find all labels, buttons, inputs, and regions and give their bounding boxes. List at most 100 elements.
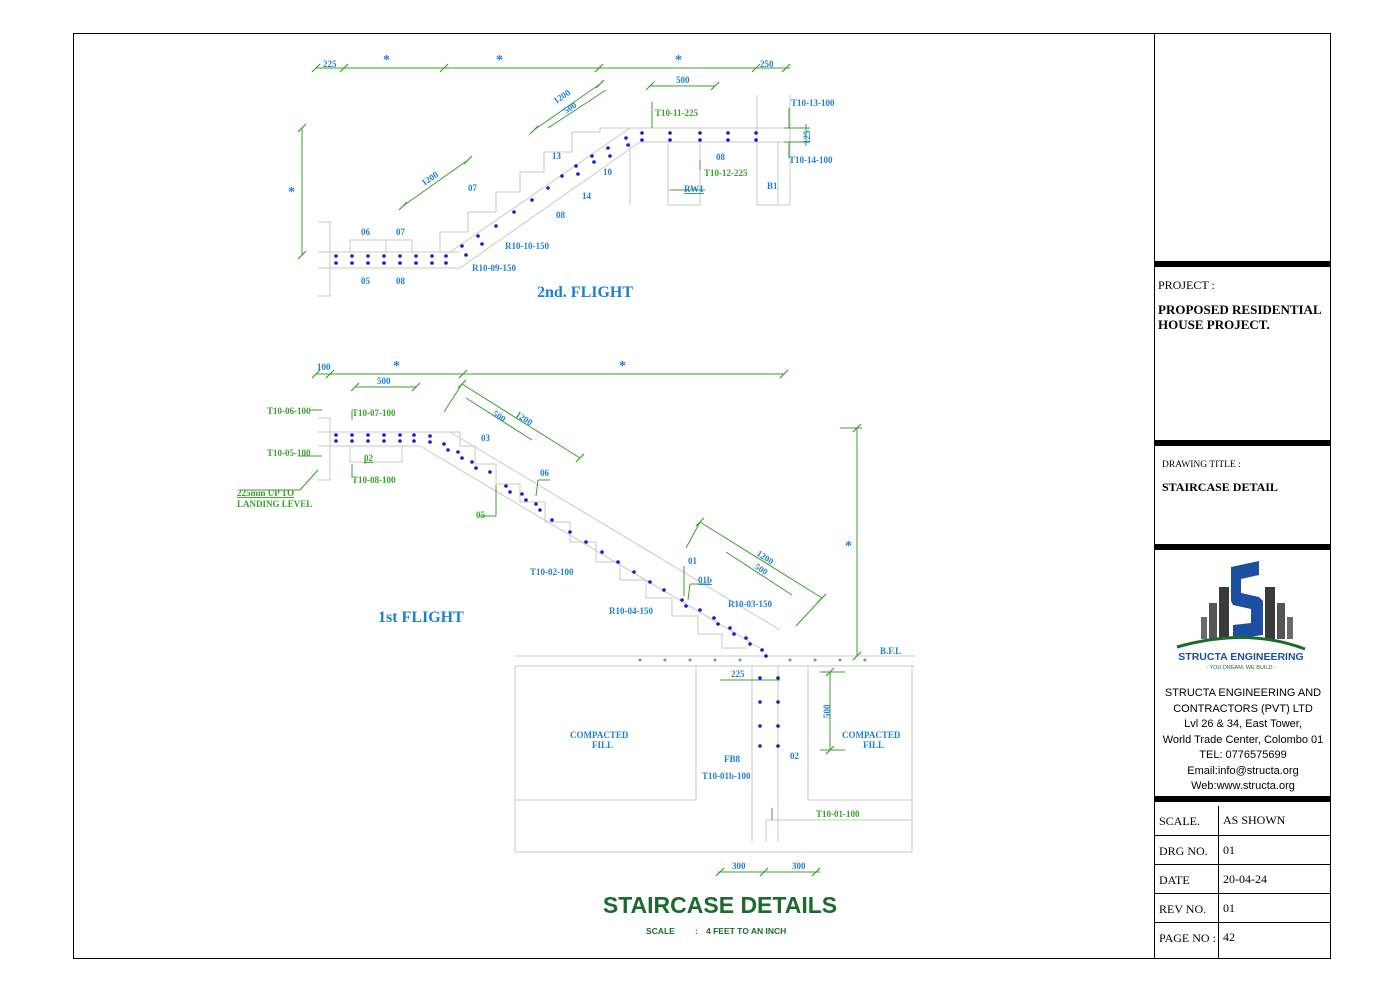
svg-text:13: 13 bbox=[552, 151, 562, 161]
svg-text:500: 500 bbox=[562, 100, 579, 116]
svg-text:500: 500 bbox=[676, 75, 690, 85]
svg-text:T10-08-100: T10-08-100 bbox=[352, 475, 396, 485]
title-block-divider bbox=[1155, 440, 1331, 446]
svg-text:1200: 1200 bbox=[420, 169, 441, 188]
svg-text:B1: B1 bbox=[767, 181, 778, 191]
svg-text:B.F.L: B.F.L bbox=[880, 646, 901, 656]
meta-value: 01 bbox=[1223, 901, 1235, 915]
first-flight-outline bbox=[318, 417, 915, 853]
logo-buildings-icon bbox=[1176, 561, 1306, 651]
svg-text:300: 300 bbox=[732, 861, 746, 871]
meta-key: PAGE NO : bbox=[1159, 931, 1216, 945]
svg-text:COMPACTED: COMPACTED bbox=[842, 730, 901, 740]
drawing-sheet-border bbox=[73, 33, 1331, 959]
svg-text:1200: 1200 bbox=[514, 409, 535, 427]
svg-text:T10-07-100: T10-07-100 bbox=[352, 408, 396, 418]
svg-text:10: 10 bbox=[603, 167, 613, 177]
svg-text:07: 07 bbox=[396, 227, 406, 237]
svg-text:250: 250 bbox=[760, 59, 774, 69]
title-block-divider bbox=[1155, 544, 1331, 550]
svg-text:T10-13-100: T10-13-100 bbox=[791, 98, 835, 108]
title-block-divider bbox=[1155, 261, 1331, 267]
svg-text:*: * bbox=[496, 53, 503, 68]
svg-text:R10-10-150: R10-10-150 bbox=[505, 241, 549, 251]
second-flight-labels: T10-11-225 T10-13-100 T10-14-100 T10-12-… bbox=[361, 98, 835, 286]
svg-text:T10-05-100: T10-05-100 bbox=[267, 448, 311, 458]
meta-key: REV NO. bbox=[1159, 902, 1207, 916]
company-line: World Trade Center, Colombo 01 bbox=[1162, 733, 1324, 746]
svg-text:T10-14-100: T10-14-100 bbox=[789, 155, 833, 165]
svg-text:05: 05 bbox=[361, 276, 371, 286]
svg-text:06: 06 bbox=[361, 227, 371, 237]
svg-text:*: * bbox=[845, 539, 852, 554]
first-flight-rebar bbox=[334, 433, 780, 748]
company-line: TEL: 0776575699 bbox=[1199, 749, 1287, 761]
svg-text:02: 02 bbox=[790, 751, 800, 761]
second-flight-title: 2nd. FLIGHT bbox=[537, 284, 633, 301]
svg-text:300: 300 bbox=[792, 861, 806, 871]
scale-label: SCALE bbox=[646, 926, 675, 936]
second-flight-dimensions bbox=[297, 63, 810, 260]
scale-value: 4 FEET TO AN INCH bbox=[706, 926, 786, 936]
svg-text:225mm UP TO: 225mm UP TO bbox=[237, 488, 294, 498]
svg-text:08: 08 bbox=[716, 152, 726, 162]
company-line: STRUCTA ENGINEERING AND bbox=[1164, 687, 1322, 699]
svg-text:*: * bbox=[288, 185, 295, 200]
meta-row-page-no: PAGE NO : 42 bbox=[1155, 922, 1331, 958]
svg-text:T10-06-100: T10-06-100 bbox=[267, 406, 311, 416]
svg-text:R10-04-150: R10-04-150 bbox=[609, 606, 653, 616]
main-title: STAIRCASE DETAILS bbox=[603, 892, 837, 918]
meta-key: DRG NO. bbox=[1159, 844, 1208, 858]
svg-text:FILL: FILL bbox=[863, 740, 884, 750]
title-block-divider bbox=[1155, 796, 1331, 802]
svg-text:T10-01-100: T10-01-100 bbox=[816, 809, 860, 819]
company-details: STRUCTA ENGINEERING AND CONTRACTORS (PVT… bbox=[1155, 686, 1331, 795]
svg-text:500: 500 bbox=[377, 376, 391, 386]
scale-separator: : bbox=[695, 926, 698, 936]
first-flight-title: 1st FLIGHT bbox=[378, 609, 464, 626]
svg-text:500: 500 bbox=[822, 704, 832, 718]
svg-text:225: 225 bbox=[731, 669, 745, 679]
svg-text:08: 08 bbox=[556, 210, 566, 220]
project-label: PROJECT : bbox=[1158, 278, 1215, 292]
svg-text:T10-02-100: T10-02-100 bbox=[530, 567, 574, 577]
svg-text:05: 05 bbox=[476, 510, 486, 520]
svg-text:125: 125 bbox=[802, 130, 812, 144]
svg-text:*: * bbox=[393, 359, 400, 374]
company-line: Email:info@structa.org bbox=[1187, 764, 1299, 777]
meta-row-rev-no: REV NO. 01 bbox=[1155, 893, 1331, 922]
company-line: Lvl 26 & 34, East Tower, bbox=[1184, 718, 1302, 730]
svg-text:03: 03 bbox=[481, 433, 491, 443]
title-block: PROJECT : PROPOSED RESIDENTIAL HOUSE PRO… bbox=[1154, 33, 1331, 959]
svg-text:01b: 01b bbox=[698, 575, 712, 585]
svg-text:06: 06 bbox=[540, 468, 550, 478]
svg-text:225: 225 bbox=[323, 59, 337, 69]
logo-tagline: - YOU DREAM, WE BUILD - bbox=[1206, 665, 1276, 671]
meta-key: DATE bbox=[1159, 873, 1190, 887]
meta-row-date: DATE 20-04-24 bbox=[1155, 864, 1331, 893]
drawing-title-label: DRAWING TITLE : bbox=[1162, 460, 1241, 470]
svg-text:LANDING LEVEL: LANDING LEVEL bbox=[237, 499, 312, 509]
meta-value: 20-04-24 bbox=[1223, 872, 1267, 886]
svg-text:RW1: RW1 bbox=[684, 184, 704, 194]
meta-value: AS SHOWN bbox=[1223, 813, 1286, 827]
meta-row-scale: SCALE. AS SHOWN bbox=[1155, 806, 1331, 835]
svg-text:500: 500 bbox=[491, 408, 508, 424]
meta-key: SCALE. bbox=[1159, 814, 1201, 828]
drawing-title: STAIRCASE DETAIL bbox=[1162, 480, 1278, 494]
svg-text:T10-01b-100: T10-01b-100 bbox=[702, 771, 751, 781]
meta-row-drg-no: DRG NO. 01 bbox=[1155, 835, 1331, 864]
structa-logo: STRUCTA ENGINEERING - YOU DREAM, WE BUIL… bbox=[1176, 561, 1306, 671]
svg-text:*: * bbox=[675, 53, 682, 68]
meta-value: 42 bbox=[1223, 930, 1235, 944]
svg-text:*: * bbox=[619, 359, 626, 374]
svg-text:14: 14 bbox=[582, 191, 592, 201]
svg-text:R10-09-150: R10-09-150 bbox=[472, 263, 516, 273]
company-line: Web:www.structa.org bbox=[1191, 780, 1295, 792]
second-flight-outline bbox=[318, 95, 791, 297]
svg-text:02: 02 bbox=[364, 453, 374, 463]
svg-text:T10-12-225: T10-12-225 bbox=[704, 168, 748, 178]
company-line: CONTRACTORS (PVT) LTD bbox=[1173, 702, 1313, 715]
project-name-line-2: HOUSE PROJECT. bbox=[1158, 317, 1270, 332]
